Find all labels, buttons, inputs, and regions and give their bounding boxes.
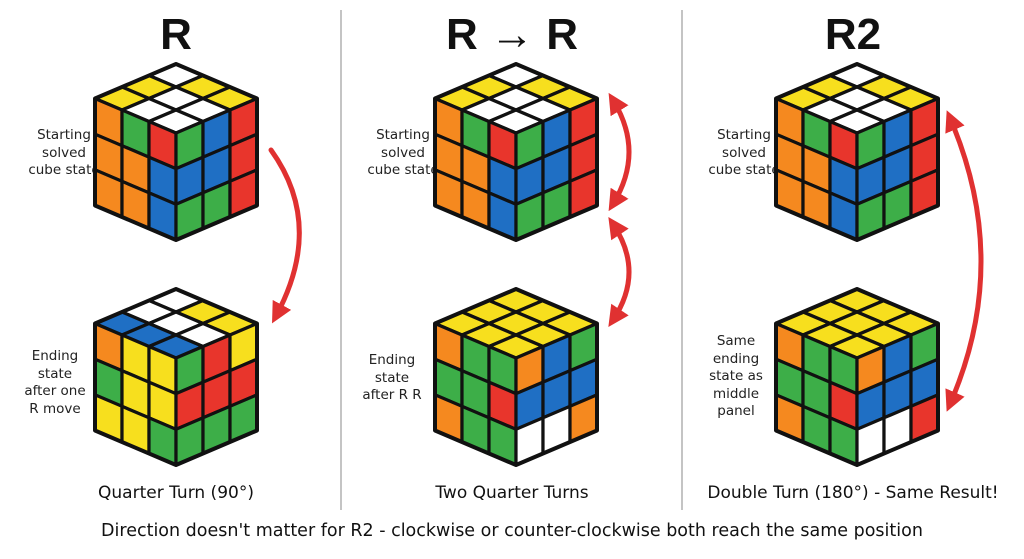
rubiks-cube xyxy=(93,287,259,467)
cube-outline xyxy=(433,62,599,242)
panel-caption: Quarter Turn (90°) xyxy=(98,483,254,503)
curved-arrow-icon xyxy=(268,147,302,324)
panel-title-r2: R2 xyxy=(824,10,882,59)
panel-caption: Double Turn (180°) - Same Result! xyxy=(707,483,999,503)
panel-caption: Two Quarter Turns xyxy=(435,483,589,503)
double-arrow-icon xyxy=(608,92,632,212)
cube-outline xyxy=(774,62,940,242)
double-arrow-icon xyxy=(608,217,632,327)
cube-outline xyxy=(93,62,259,242)
rubiks-cube xyxy=(774,287,940,467)
panel-title-r: R xyxy=(160,10,192,59)
footer-note: Direction doesn't matter for R2 - clockw… xyxy=(101,521,923,541)
double-arrow-icon xyxy=(945,110,984,412)
panel-divider xyxy=(340,10,342,510)
cube-outline xyxy=(774,287,940,467)
rubiks-cube xyxy=(433,287,599,467)
rubiks-cube xyxy=(93,62,259,242)
rubiks-cube xyxy=(774,62,940,242)
panel-divider xyxy=(681,10,683,510)
panel-title-r-then-r: R → R xyxy=(446,10,578,59)
cube-outline xyxy=(433,287,599,467)
cube-outline xyxy=(93,287,259,467)
rubiks-cube xyxy=(433,62,599,242)
